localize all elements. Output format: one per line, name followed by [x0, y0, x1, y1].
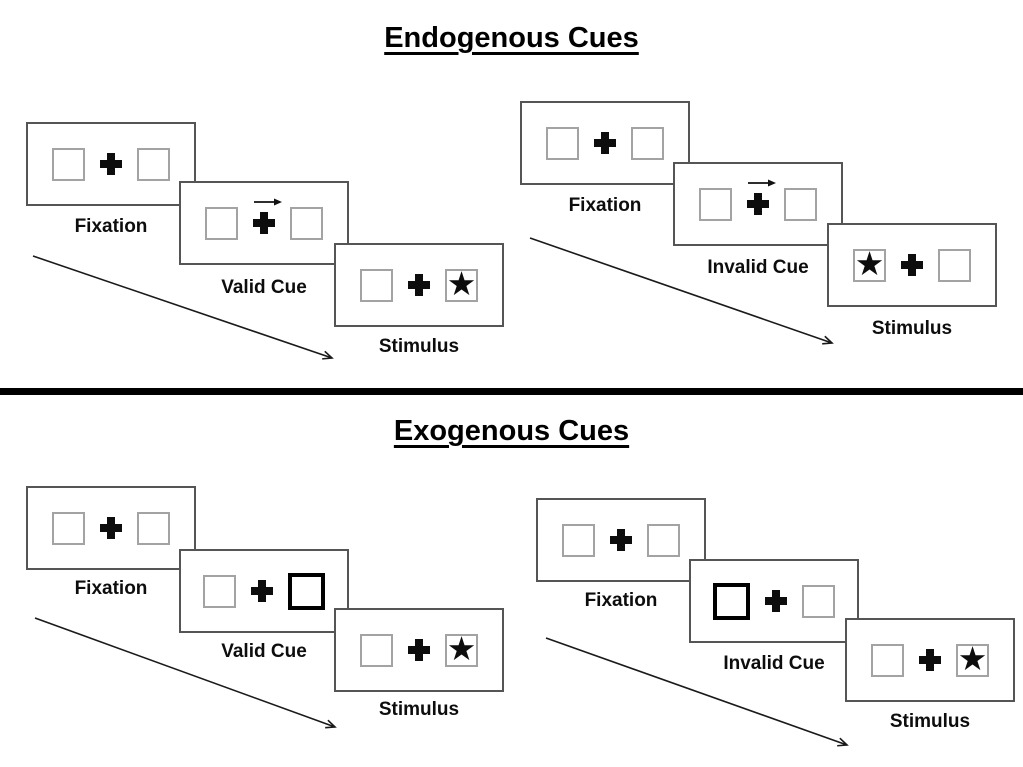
right-placeholder-box [137, 511, 170, 545]
fixation-cross-icon [408, 274, 430, 296]
right-placeholder-box [647, 523, 680, 557]
right-target-box: ★ [445, 629, 478, 667]
right-target-box: ★ [445, 264, 478, 302]
endo-invalid-cue-panel [673, 162, 843, 246]
fixation-cross-icon [765, 590, 787, 612]
fixation-cross-icon [901, 254, 923, 276]
time-sequence-arrow [32, 255, 334, 360]
endo-invalid-stimulus-panel: ★ [827, 223, 997, 307]
left-placeholder-box [52, 147, 85, 181]
section-divider [0, 388, 1023, 395]
time-sequence-arrow [529, 237, 834, 345]
fixation-label: Fixation [74, 578, 148, 599]
left-placeholder-box [699, 187, 732, 221]
star-target-icon: ★ [854, 244, 885, 282]
time-sequence-arrow [34, 617, 337, 729]
left-placeholder-box [203, 574, 236, 608]
right-placeholder-box [631, 126, 664, 160]
left-placeholder-box [360, 268, 393, 302]
endogenous-section-title: Endogenous Cues [0, 22, 1023, 55]
left-target-box: ★ [853, 244, 886, 282]
fixation-label: Fixation [584, 590, 658, 611]
endo-valid-cue-panel [179, 181, 349, 265]
left-placeholder-box [562, 523, 595, 557]
exo-valid-stimulus-panel: ★ [334, 608, 504, 692]
fixation-cross-icon [919, 649, 941, 671]
star-target-icon: ★ [446, 264, 477, 302]
right-highlighted-cue-box [288, 572, 325, 610]
exo-invalid-stimulus-panel: ★ [845, 618, 1015, 702]
fixation-cross-icon [100, 153, 122, 175]
fixation-cross-icon [610, 529, 632, 551]
right-target-box: ★ [956, 639, 989, 677]
fixation-cross-icon [251, 580, 273, 602]
endo-invalid-fixation-panel [520, 101, 690, 185]
right-placeholder-box [290, 206, 323, 240]
left-highlighted-cue-box [713, 582, 750, 620]
right-placeholder-box [802, 584, 835, 618]
exo-invalid-cue-panel [689, 559, 859, 643]
endogenous-title-text: Endogenous Cues [384, 22, 639, 54]
right-placeholder-box [137, 147, 170, 181]
stimulus-label: Stimulus [889, 711, 971, 732]
endo-valid-stimulus-panel: ★ [334, 243, 504, 327]
stimulus-label: Stimulus [378, 699, 460, 720]
exogenous-title-text: Exogenous Cues [393, 415, 630, 447]
right-placeholder-box [938, 248, 971, 282]
left-placeholder-box [205, 206, 238, 240]
right-arrow-cue-icon [254, 198, 282, 206]
fixation-cross-icon [100, 517, 122, 539]
stimulus-label: Stimulus [871, 318, 953, 339]
left-placeholder-box [871, 643, 904, 677]
star-target-icon: ★ [957, 639, 988, 677]
fixation-cross-icon [253, 198, 282, 234]
left-placeholder-box [52, 511, 85, 545]
valid-cue-label: Valid Cue [221, 641, 307, 662]
right-arrow-cue-icon [748, 179, 776, 187]
fixation-label: Fixation [568, 195, 642, 216]
fixation-label: Fixation [74, 216, 148, 237]
fixation-cross-icon [408, 639, 430, 661]
stimulus-label: Stimulus [378, 336, 460, 357]
time-sequence-arrow [545, 637, 849, 747]
left-placeholder-box [546, 126, 579, 160]
exo-valid-cue-panel [179, 549, 349, 633]
invalid-cue-label: Invalid Cue [723, 653, 825, 674]
endo-valid-fixation-panel [26, 122, 196, 206]
exo-valid-fixation-panel [26, 486, 196, 570]
fixation-cross-icon [747, 179, 776, 215]
invalid-cue-label: Invalid Cue [707, 257, 809, 278]
valid-cue-label: Valid Cue [221, 277, 307, 298]
left-placeholder-box [360, 633, 393, 667]
star-target-icon: ★ [446, 629, 477, 667]
fixation-cross-icon [594, 132, 616, 154]
right-placeholder-box [784, 187, 817, 221]
exo-invalid-fixation-panel [536, 498, 706, 582]
exogenous-section-title: Exogenous Cues [0, 415, 1023, 448]
